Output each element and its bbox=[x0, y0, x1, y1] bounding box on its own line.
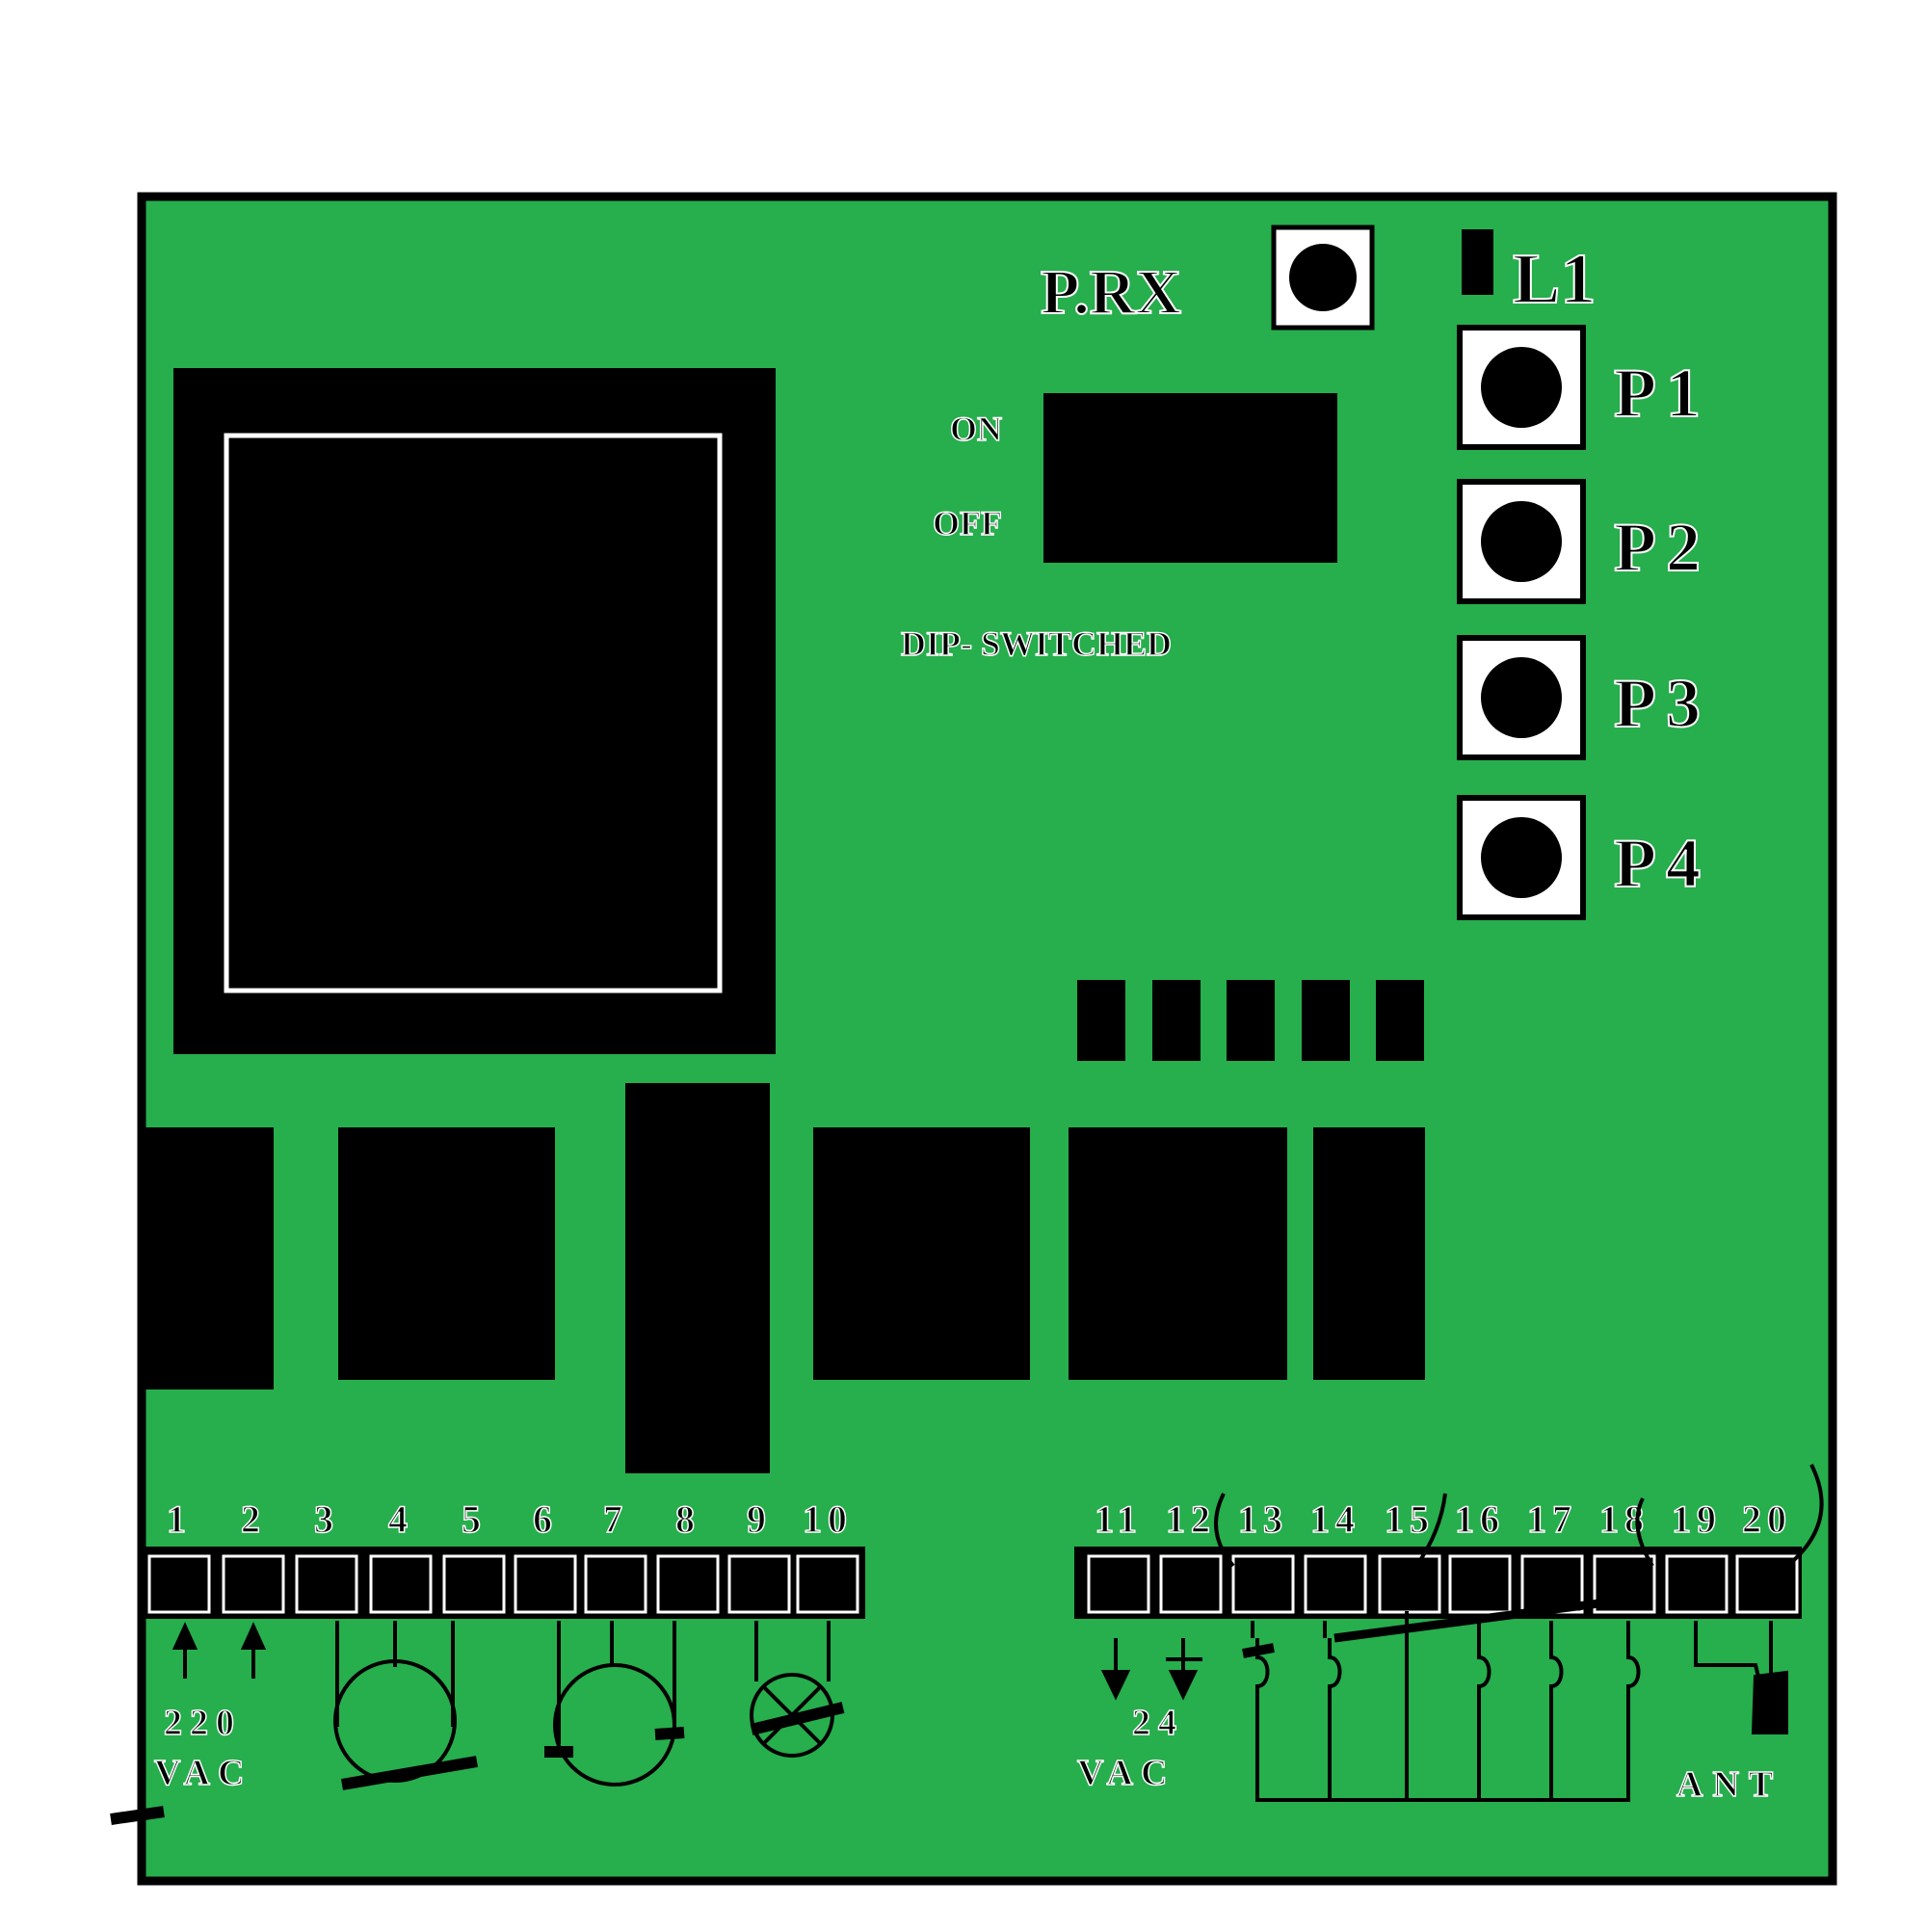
label-24: 24 bbox=[1132, 1703, 1184, 1743]
resistor bbox=[1302, 980, 1350, 1061]
terminal-3[interactable] bbox=[295, 1554, 358, 1614]
terminal-5[interactable] bbox=[442, 1554, 506, 1614]
terminal-number: 20 bbox=[1742, 1497, 1792, 1541]
button-knob bbox=[1481, 347, 1562, 428]
motor-2-icon bbox=[544, 1621, 685, 1786]
button-knob bbox=[1481, 817, 1562, 898]
terminal-19[interactable] bbox=[1665, 1554, 1729, 1614]
relay-5 bbox=[1313, 1127, 1425, 1380]
jumper-arcs bbox=[1214, 1464, 1824, 1568]
lamp-icon bbox=[750, 1621, 845, 1758]
terminal-number: 16 bbox=[1455, 1497, 1505, 1541]
terminal-number: 5 bbox=[462, 1497, 487, 1541]
terminal-16[interactable] bbox=[1448, 1554, 1512, 1614]
terminal-number: 3 bbox=[314, 1497, 339, 1541]
terminal-number: 1 bbox=[167, 1497, 192, 1541]
relay-3 bbox=[813, 1127, 1030, 1380]
label-220: 220 bbox=[164, 1703, 242, 1743]
label-prx: P.RX bbox=[1041, 257, 1181, 328]
arrow-down-icon bbox=[1166, 1638, 1202, 1701]
button-knob bbox=[1481, 501, 1562, 582]
terminal-14[interactable] bbox=[1304, 1554, 1367, 1614]
terminal-number: 14 bbox=[1310, 1497, 1360, 1541]
antenna-icon bbox=[1694, 1621, 1788, 1734]
terminal-number: 13 bbox=[1238, 1497, 1288, 1541]
button-p3[interactable]: P3 bbox=[1457, 635, 1710, 760]
terminal-number: 4 bbox=[388, 1497, 413, 1541]
transformer-window bbox=[224, 433, 723, 993]
button-knob bbox=[1481, 657, 1562, 738]
button-label: P1 bbox=[1614, 355, 1710, 432]
button-label: P4 bbox=[1614, 825, 1710, 902]
terminal-number: 19 bbox=[1672, 1497, 1722, 1541]
dip-switch-block bbox=[1043, 393, 1337, 563]
label-off: OFF bbox=[933, 504, 1002, 543]
terminal-number: 8 bbox=[675, 1497, 700, 1541]
terminal-number: 7 bbox=[603, 1497, 628, 1541]
safety-contacts-wiring bbox=[1242, 1595, 1641, 1802]
terminal-10[interactable] bbox=[796, 1554, 859, 1614]
label-l1: L1 bbox=[1513, 240, 1596, 319]
resistor bbox=[1152, 980, 1201, 1061]
label-220-vac: VAC bbox=[154, 1753, 251, 1793]
terminal-2[interactable] bbox=[222, 1554, 285, 1614]
terminal-number: 6 bbox=[533, 1497, 558, 1541]
led-l1 bbox=[1462, 229, 1493, 295]
terminal-number: 9 bbox=[747, 1497, 772, 1541]
terminal-number: 17 bbox=[1527, 1497, 1577, 1541]
terminal-number: 10 bbox=[803, 1497, 853, 1541]
relay-1 bbox=[142, 1127, 274, 1389]
terminal-9[interactable] bbox=[727, 1554, 791, 1614]
motor-1-icon bbox=[333, 1621, 479, 1790]
terminal-1[interactable] bbox=[147, 1554, 211, 1614]
label-ant: ANT bbox=[1676, 1764, 1782, 1805]
terminal-8[interactable] bbox=[656, 1554, 720, 1614]
terminal-11[interactable] bbox=[1087, 1554, 1150, 1614]
terminal-number: 11 bbox=[1095, 1497, 1143, 1541]
button-label: P2 bbox=[1614, 509, 1710, 586]
resistor bbox=[1376, 980, 1424, 1061]
wire-stub bbox=[110, 1806, 165, 1825]
button-label: P3 bbox=[1614, 665, 1710, 742]
label-on: ON bbox=[950, 410, 1002, 448]
relay-4 bbox=[1069, 1127, 1287, 1380]
terminal-7[interactable] bbox=[584, 1554, 647, 1614]
terminal-number: 2 bbox=[241, 1497, 266, 1541]
label-dip-switched: DIP- SWITCHED bbox=[901, 624, 1172, 663]
label-24-vac: VAC bbox=[1077, 1753, 1175, 1793]
resistor bbox=[1077, 980, 1125, 1061]
button-p1[interactable]: P1 bbox=[1457, 325, 1710, 450]
terminal-15[interactable] bbox=[1378, 1554, 1441, 1614]
arrow-up-icon bbox=[240, 1622, 267, 1679]
resistor-row bbox=[1077, 980, 1424, 1061]
button-p4[interactable]: P4 bbox=[1457, 795, 1710, 920]
arrow-up-icon bbox=[172, 1622, 198, 1679]
terminal-4[interactable] bbox=[369, 1554, 433, 1614]
prx-button-knob bbox=[1289, 244, 1357, 311]
capacitor-block bbox=[625, 1083, 770, 1473]
resistor bbox=[1227, 980, 1275, 1061]
relay-2 bbox=[338, 1127, 555, 1380]
terminal-12[interactable] bbox=[1159, 1554, 1223, 1614]
terminal-13[interactable] bbox=[1231, 1554, 1295, 1614]
terminal-number: 15 bbox=[1385, 1497, 1435, 1541]
terminal-6[interactable] bbox=[514, 1554, 577, 1614]
arrow-down-icon bbox=[1100, 1638, 1131, 1701]
terminal-number: 12 bbox=[1166, 1497, 1216, 1541]
button-p2[interactable]: P2 bbox=[1457, 479, 1710, 604]
terminal-20[interactable] bbox=[1735, 1554, 1799, 1614]
